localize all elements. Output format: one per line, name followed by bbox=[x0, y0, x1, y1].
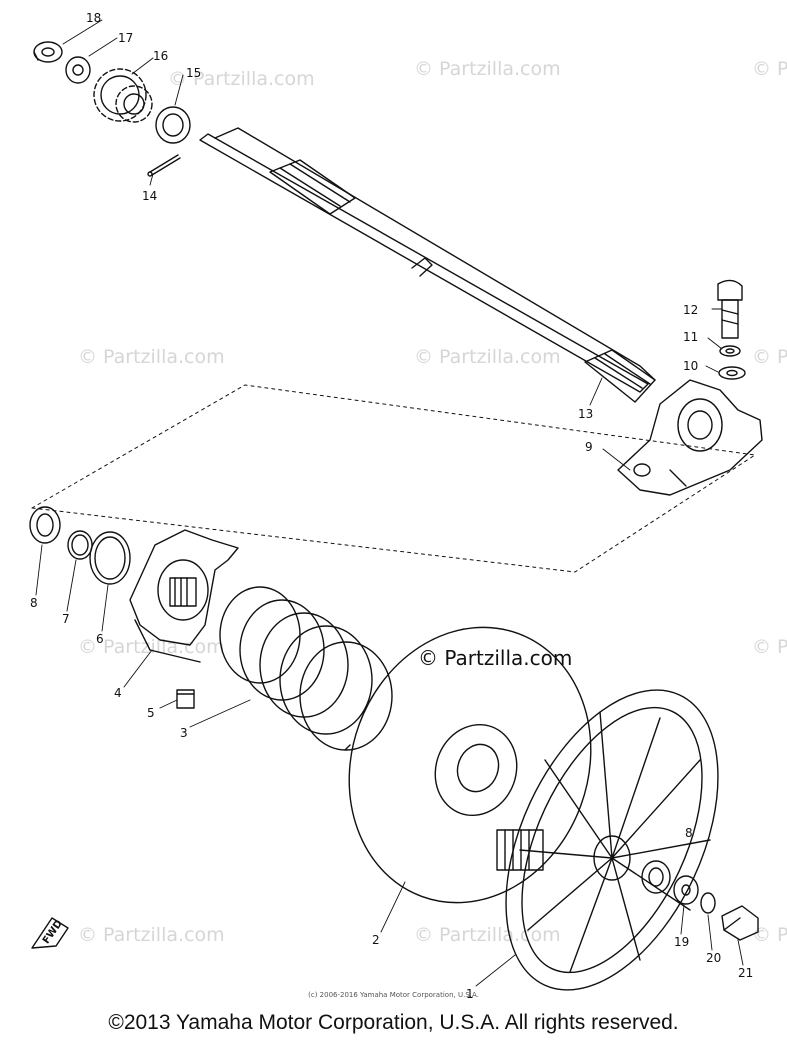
cam-plate-part bbox=[129, 529, 239, 663]
callout-12: 12 bbox=[683, 303, 698, 317]
callout-14: 14 bbox=[142, 189, 157, 203]
watermark: © Partzilla.com bbox=[78, 346, 225, 368]
nut-part bbox=[33, 41, 63, 63]
callout-21: 21 bbox=[738, 966, 753, 980]
washer-part bbox=[700, 892, 716, 914]
watermark: © P bbox=[752, 924, 787, 946]
callout-13: 13 bbox=[578, 407, 593, 421]
watermark: © P bbox=[752, 636, 787, 658]
callout-2: 2 bbox=[372, 933, 380, 947]
fwd-arrow bbox=[31, 917, 69, 949]
assembly-guide-line bbox=[31, 384, 756, 573]
shaft-part bbox=[199, 127, 656, 403]
callout-3: 3 bbox=[180, 726, 188, 740]
washer-part bbox=[718, 366, 746, 380]
callout-18: 18 bbox=[86, 11, 101, 25]
watermark: © Partzilla.com bbox=[168, 68, 315, 90]
callout-17: 17 bbox=[118, 31, 133, 45]
pin-part bbox=[147, 154, 181, 177]
footer-copyright: ©2013 Yamaha Motor Corporation, U.S.A. A… bbox=[108, 1011, 679, 1034]
fixed-sheave-part bbox=[496, 689, 719, 991]
slider-block-part bbox=[176, 689, 195, 709]
watermark: © Partzilla.com bbox=[414, 346, 561, 368]
watermark: © Partzilla.com bbox=[78, 924, 225, 946]
callout-8: 8 bbox=[685, 826, 693, 840]
washer-part bbox=[673, 875, 699, 905]
callout-10: 10 bbox=[683, 359, 698, 373]
callout-20: 20 bbox=[706, 951, 721, 965]
watermark: © Partzilla.com bbox=[78, 636, 225, 658]
small-copyright: (c) 2006-2016 Yamaha Motor Corporation, … bbox=[308, 991, 479, 999]
seal-part bbox=[29, 506, 61, 544]
watermark: © P bbox=[752, 346, 787, 368]
sheave-disc-part bbox=[348, 626, 592, 904]
callout-11: 11 bbox=[683, 330, 698, 344]
leader-lines bbox=[35, 19, 744, 987]
callout-9: 9 bbox=[585, 440, 593, 454]
bolt-part bbox=[721, 905, 759, 941]
seal-part bbox=[641, 860, 671, 894]
callout-6: 6 bbox=[96, 632, 104, 646]
callout-4: 4 bbox=[114, 686, 122, 700]
callout-8: 8 bbox=[30, 596, 38, 610]
bearing-part bbox=[155, 106, 191, 144]
callout-15: 15 bbox=[186, 66, 201, 80]
sprocket-part bbox=[93, 68, 153, 123]
fwd-label: FWD bbox=[41, 918, 65, 946]
callout-5: 5 bbox=[147, 706, 155, 720]
circlip-part bbox=[67, 530, 93, 560]
callout-1: 1 bbox=[466, 987, 474, 1001]
bolt-part bbox=[717, 279, 743, 339]
ring-part bbox=[89, 531, 131, 585]
washer-part bbox=[719, 345, 741, 357]
watermark: © Partzilla.com bbox=[414, 924, 561, 946]
washer-part bbox=[65, 56, 91, 84]
callout-7: 7 bbox=[62, 612, 70, 626]
spring-part bbox=[219, 586, 393, 751]
callout-16: 16 bbox=[153, 49, 168, 63]
callout-19: 19 bbox=[674, 935, 689, 949]
watermark: © P bbox=[752, 58, 787, 80]
bearing-housing-part bbox=[617, 379, 763, 496]
watermark: © Partzilla.com bbox=[414, 58, 561, 80]
